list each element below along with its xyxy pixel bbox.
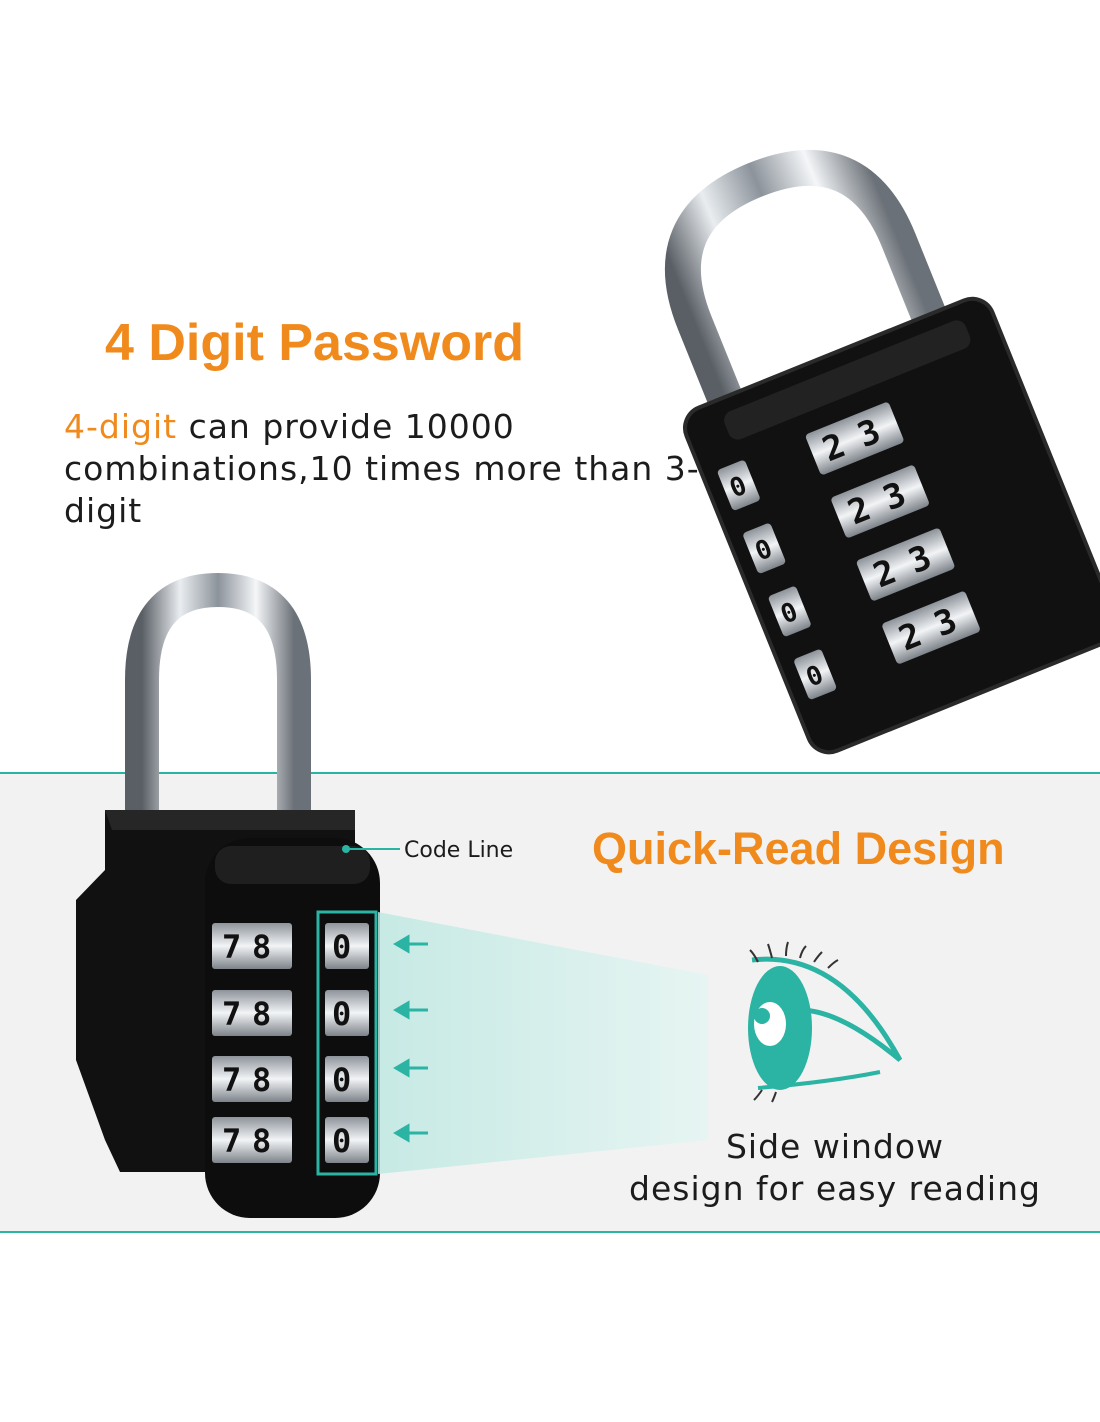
arrow-left-icon [393,1123,428,1143]
arrow-left-icon [393,1000,428,1020]
bottom-side-digit3: 0 [332,1061,351,1099]
top-shackle [664,149,946,488]
eye-icon [748,941,903,1103]
bottom-side-digit1: 0 [332,928,351,966]
bottom-dial2-digit2: 8 [252,995,271,1033]
bottom-padlock: 7 8 7 8 7 8 7 8 0 0 0 0 [76,572,380,1218]
side-window-highlight [316,910,378,1176]
top-dial-group: 2 3 2 3 2 3 2 3 0 0 0 0 [717,402,980,700]
code-line-label: Code Line [404,838,514,863]
bottom-dial4-digit1: 7 [222,1122,241,1160]
description-text: can provide 10000 combinations,10 times … [64,407,700,530]
description-highlight: 4-digit [64,407,178,446]
arrow-icons [393,934,428,1143]
bottom-side-digit2: 0 [332,995,351,1033]
bottom-dial1-digit2: 8 [252,928,271,966]
quick-read-title: Quick-Read Design [592,823,1005,874]
top-padlock: 2 3 2 3 2 3 2 3 0 0 0 0 [664,149,1100,755]
code-line-pointer [342,845,400,853]
bottom-dial3-digit1: 7 [222,1061,241,1099]
arrow-left-icon [393,934,428,954]
bottom-dial2-digit1: 7 [222,995,241,1033]
bottom-dial-group: 7 8 7 8 7 8 7 8 0 0 0 0 [212,923,369,1163]
password-description: 4-digit can provide 10000 combinations,1… [64,406,704,532]
bottom-dial1-digit1: 7 [222,928,241,966]
bottom-dial4-digit2: 8 [252,1122,271,1160]
side-window-line1: Side window [725,1127,945,1166]
viewing-beam [378,912,708,1174]
bottom-shackle [125,572,311,840]
bottom-side-digit4: 0 [332,1122,351,1160]
arrow-left-icon [393,1058,428,1078]
password-title: 4 Digit Password [105,314,524,372]
bottom-dial3-digit2: 8 [252,1061,271,1099]
side-window-caption: Side window design for easy reading [600,1126,1070,1210]
side-window-line2: design for easy reading [629,1169,1041,1208]
